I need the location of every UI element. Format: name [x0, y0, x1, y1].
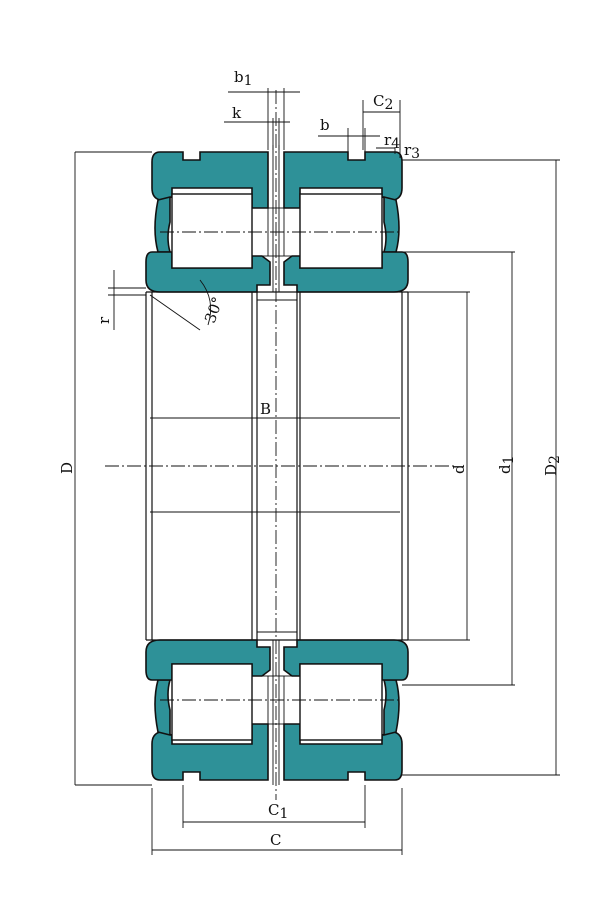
inner-ring-bottom-left	[145, 639, 271, 681]
outer-ring-top	[151, 151, 403, 253]
rib-top-left	[154, 195, 172, 253]
outer-ring-bottom	[151, 679, 403, 781]
label-r: r	[95, 316, 113, 324]
inner-ring-bottom	[145, 639, 409, 681]
inner-ring-top-left	[145, 251, 271, 293]
label-r3: r3	[404, 141, 420, 162]
label-C1: C1	[268, 801, 288, 822]
label-d1: d1	[496, 455, 517, 474]
label-c2: C2	[373, 92, 393, 113]
label-angle-30: 30°	[201, 294, 227, 325]
roller-top-right	[299, 193, 383, 269]
center-lines	[105, 90, 455, 800]
rib-bottom-right	[382, 679, 400, 737]
dimension-lines	[74, 88, 560, 855]
rib-top-right	[382, 195, 400, 253]
label-D2: D2	[542, 455, 563, 476]
label-b1: b1	[234, 68, 253, 89]
rib-bottom-left	[154, 679, 172, 737]
roller-bottom-right	[299, 663, 383, 741]
inner-ring-top	[145, 251, 409, 293]
label-d: d	[450, 464, 468, 474]
roller-bottom-left	[171, 663, 253, 741]
label-b: b	[320, 116, 330, 134]
label-D: D	[58, 462, 76, 474]
label-B: B	[260, 400, 271, 418]
label-k: k	[232, 104, 242, 122]
split-line-top	[267, 145, 285, 292]
labels: b1 k C2 b r4 r3 r 30° B D d d1 D2 C1 C	[58, 68, 563, 849]
label-r4: r4	[384, 131, 400, 152]
split-line-bottom	[267, 640, 285, 785]
label-C: C	[270, 831, 281, 849]
roller-top-left	[171, 193, 253, 269]
